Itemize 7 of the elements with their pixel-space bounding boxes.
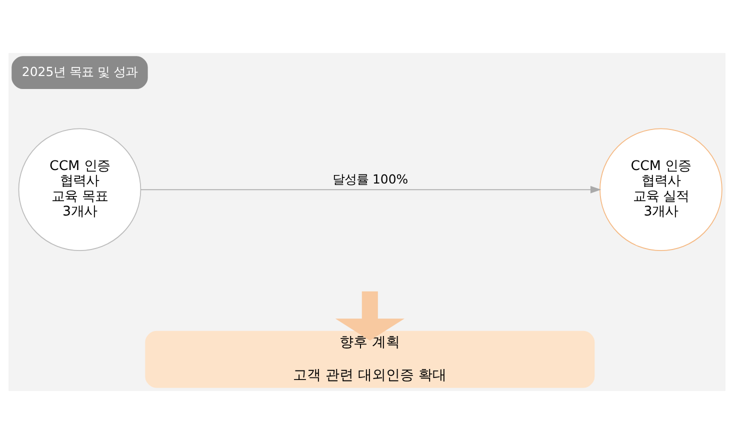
- arrow: [140, 186, 602, 194]
- arrow: [335, 291, 404, 341]
- node-circle: CCM 인증 협력사 교육 목표 3개사: [18, 128, 142, 252]
- edge-label: 달성률 100%: [332, 172, 408, 187]
- node-box: 향후 계획 고객 관련 대외인증 확대: [145, 330, 595, 388]
- node-box: 2025년 목표 및 성과: [12, 56, 148, 90]
- node-circle: CCM 인증 협력사 교육 실적 3개사: [600, 128, 722, 252]
